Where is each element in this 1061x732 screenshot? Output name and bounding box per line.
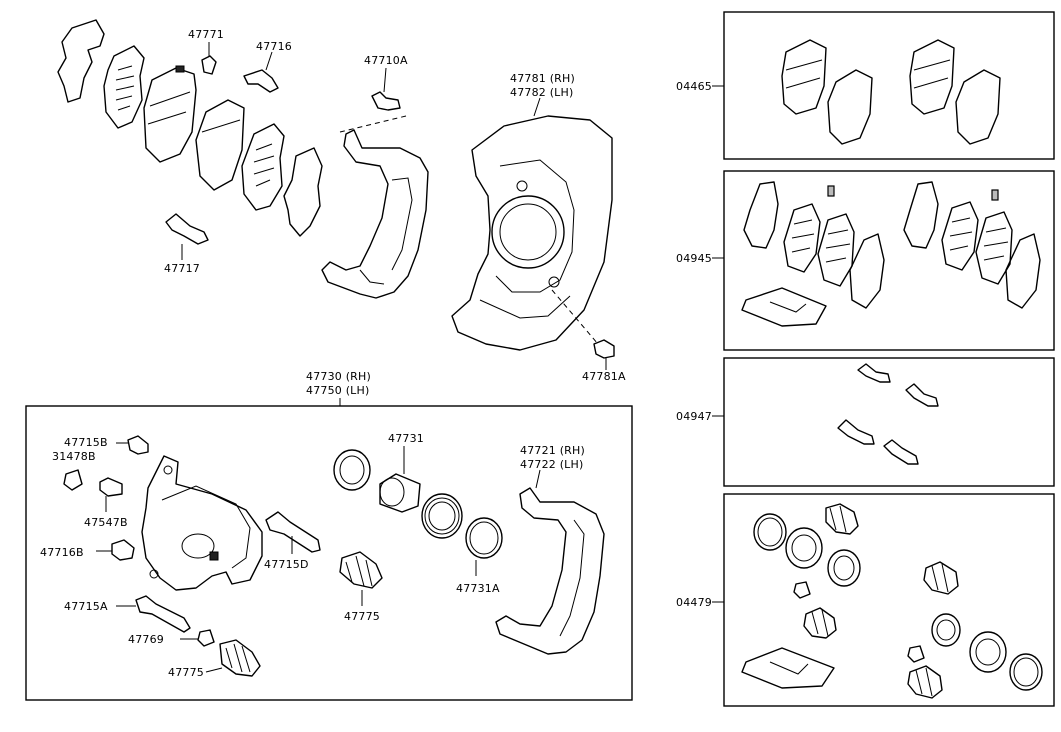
slide-pin-47715A[interactable]: 47715A xyxy=(64,595,191,633)
label-47769: 47769 xyxy=(128,633,164,646)
anti-squeal-shim-outer[interactable] xyxy=(57,19,105,103)
brake-pad-outer[interactable] xyxy=(143,65,197,163)
pad-support-clip-47717[interactable]: 47717 xyxy=(164,213,209,275)
bushing-47716B[interactable]: 47716B xyxy=(40,539,135,561)
label-47731: 47731 xyxy=(388,432,424,445)
label-47771: 47771 xyxy=(188,28,224,41)
label-04465: 04465 xyxy=(676,80,712,93)
label-47781A: 47781A xyxy=(582,370,626,383)
kit-box-04945 xyxy=(723,170,1055,351)
label-47775-mid: 47775 xyxy=(344,610,380,623)
piston-47731[interactable]: 47731 xyxy=(379,432,424,513)
anti-squeal-shim-outer-2[interactable] xyxy=(283,147,323,237)
pad-wear-indicator-47771[interactable]: 47771 xyxy=(188,28,224,75)
caliper-mounting-47721[interactable]: 47721 (RH) 47722 (LH) xyxy=(495,444,605,655)
label-47710A: 47710A xyxy=(364,54,408,67)
label-47715D: 47715D xyxy=(264,558,309,571)
disc-brake-dust-cover[interactable]: 47781 (RH) 47782 (LH) xyxy=(451,72,613,351)
brake-pad-inner[interactable] xyxy=(195,99,245,191)
kit-04947-clip-kit[interactable]: 04947 xyxy=(676,363,939,465)
caliper-mounting-bracket[interactable] xyxy=(321,129,429,299)
label-47750-lh: 47750 (LH) xyxy=(306,384,369,397)
kit-box-04947 xyxy=(723,357,1055,487)
cylinder-boot[interactable] xyxy=(421,493,463,539)
label-47731A: 47731A xyxy=(456,582,500,595)
cap-31478B[interactable]: 31478B xyxy=(52,450,96,491)
label-04945: 04945 xyxy=(676,252,712,265)
kit-box-04465 xyxy=(723,11,1055,160)
caliper-assembly-box xyxy=(25,405,633,701)
label-47782-lh: 47782 (LH) xyxy=(510,86,573,99)
boot-47775-bottom[interactable]: 47775 xyxy=(168,639,261,679)
label-04947: 04947 xyxy=(676,410,712,423)
label-47715A: 47715A xyxy=(64,600,108,613)
label-31478B: 31478B xyxy=(52,450,96,463)
boot-47775-mid[interactable]: 47775 xyxy=(339,551,383,623)
caliper-assembly-label: 47730 (RH) 47750 (LH) xyxy=(306,370,371,406)
label-47721-rh: 47721 (RH) xyxy=(520,444,585,457)
label-47775-bottom: 47775 xyxy=(168,666,204,679)
kit-04479-cylinder-kit[interactable]: 04479 xyxy=(676,503,1043,699)
label-47781-rh: 47781 (RH) xyxy=(510,72,575,85)
set-ring-47731A[interactable]: 47731A xyxy=(456,517,503,595)
label-47722-lh: 47722 (LH) xyxy=(520,458,583,471)
pad-clip-47716[interactable]: 47716 xyxy=(243,40,292,93)
bleeder-plug-47715B[interactable]: 47715B xyxy=(64,435,149,455)
label-47730-rh: 47730 (RH) xyxy=(306,370,371,383)
kit-04945-shim-kit[interactable]: 04945 xyxy=(676,181,1041,327)
dust-cover-bolt-47781A[interactable]: 47781A xyxy=(582,339,626,383)
label-47715B: 47715B xyxy=(64,436,108,449)
kit-box-04479 xyxy=(723,493,1055,707)
label-47716: 47716 xyxy=(256,40,292,53)
caliper-cylinder-body[interactable] xyxy=(141,455,263,591)
label-47716B: 47716B xyxy=(40,546,84,559)
label-47547B: 47547B xyxy=(84,516,128,529)
label-47717: 47717 xyxy=(164,262,200,275)
bleeder-plug-47547B[interactable]: 47547B xyxy=(84,477,128,529)
kit-04465-pad-kit[interactable]: 04465 xyxy=(676,39,1001,145)
anti-squeal-shim-inner-2[interactable] xyxy=(241,123,285,211)
slide-pin-47715D[interactable]: 47715D xyxy=(264,511,321,571)
label-04479: 04479 xyxy=(676,596,712,609)
bushing-47769[interactable]: 47769 xyxy=(128,629,215,647)
piston-seal-47731-ring[interactable] xyxy=(333,449,371,491)
anti-squeal-shim-inner[interactable] xyxy=(103,45,145,129)
caliper-bolt-47710A[interactable]: 47710A xyxy=(339,54,408,133)
